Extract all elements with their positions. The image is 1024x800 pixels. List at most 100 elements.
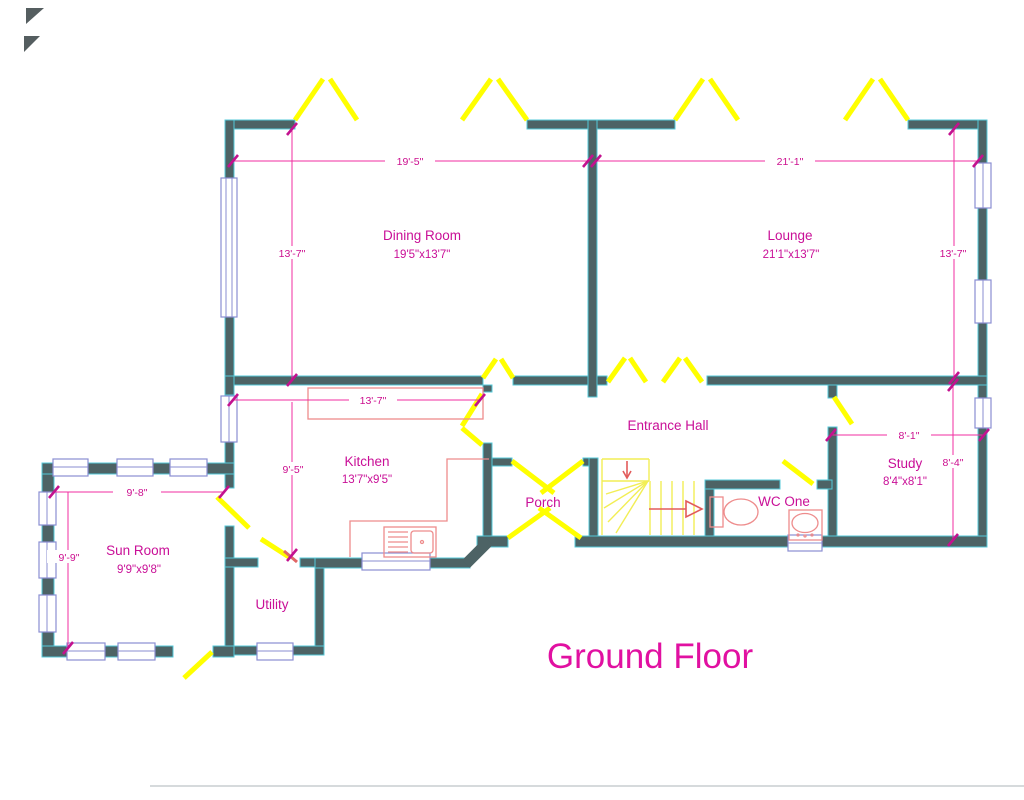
stair-winder (607, 480, 649, 523)
toilet (709, 496, 759, 528)
wall-segment (152, 462, 171, 475)
dimension-tick (286, 548, 298, 562)
dimension-tick (62, 641, 74, 655)
staircase (601, 458, 704, 535)
room-size-dining: 19'5"x13'7" (394, 249, 451, 261)
dimension-tick (825, 428, 837, 442)
dimension-label-pad (349, 393, 397, 406)
dimension-tick (48, 485, 60, 499)
wall-segment (588, 457, 599, 537)
wall-segment (224, 375, 484, 386)
dimension-tick (972, 154, 984, 168)
wall-segment (977, 322, 988, 399)
door-leaf (259, 536, 291, 560)
room-label-wc: WC One (758, 494, 810, 509)
wall-segment (907, 119, 988, 130)
wall-segment (224, 119, 235, 179)
room-label-utility: Utility (256, 597, 289, 612)
door-leaf (605, 356, 628, 384)
door-leaf (627, 356, 649, 384)
corner-artifact (26, 8, 44, 24)
dimension-tick (947, 378, 959, 392)
stair-winder (615, 480, 649, 534)
wall-segment (587, 119, 598, 398)
room-label-sun-room: Sun Room (106, 543, 170, 558)
wall-segment (314, 557, 363, 569)
window (974, 397, 992, 429)
window (256, 642, 294, 661)
wall-segment (482, 384, 493, 393)
dimension-label-pad (887, 428, 931, 441)
dimension-label: 8'-4" (943, 457, 964, 469)
wall-segment (224, 557, 235, 656)
room-size-lounge: 21'1"x13'7" (763, 249, 820, 261)
wall-segment (224, 557, 259, 568)
room-label-dining: Dining Room (383, 228, 461, 243)
door-leaf (682, 356, 705, 384)
door-leaf (495, 77, 530, 122)
wall-segment (482, 442, 493, 537)
wall-segment (596, 375, 608, 386)
door-leaf (292, 77, 326, 122)
dimension-label: 13'-7" (360, 395, 387, 407)
room-size-study: 8'4"x8'1" (883, 476, 927, 488)
dimension-label-pad (113, 485, 161, 498)
wall-segment (224, 375, 235, 396)
wall-segment (104, 645, 119, 658)
room-label-lounge: Lounge (767, 228, 812, 243)
room-labels: Dining Room 19'5"x13'7" Lounge 21'1"x13'… (106, 228, 927, 612)
window (117, 642, 156, 661)
dimension-tick (948, 122, 960, 136)
kitchen-counter (307, 387, 484, 420)
door-leaf (459, 77, 494, 122)
floor-title: Ground Floor (547, 637, 754, 676)
dimension-label-pad (385, 154, 435, 167)
door-leaf (182, 650, 214, 680)
wall-segment (224, 119, 296, 130)
corner-artifact (24, 36, 40, 52)
dimension-label-pad (271, 462, 315, 475)
window (220, 177, 238, 318)
wall-segment (704, 479, 781, 490)
door-leaf (327, 77, 360, 122)
wall-segment (476, 535, 509, 548)
window (361, 552, 431, 571)
wall-segment (41, 577, 55, 596)
dimension-label: 9'-5" (283, 464, 304, 476)
wall-segment (314, 557, 325, 656)
dimension-tick (474, 393, 486, 407)
stair-winder (603, 480, 649, 509)
door-leaf (215, 495, 251, 530)
window (38, 491, 57, 526)
window (974, 162, 992, 209)
stair-direction-arrow-head (685, 499, 704, 519)
room-size-kitchen: 13'7"x9'5" (342, 474, 392, 486)
wall-segment (706, 375, 988, 386)
door-leaf (877, 77, 911, 122)
walls (41, 119, 988, 658)
wall-segment (574, 535, 789, 548)
wall-segment (977, 207, 988, 281)
wash-basin (788, 509, 823, 541)
door-leaf (498, 357, 516, 380)
dimension-tick (227, 393, 239, 407)
dimension-tick (590, 154, 602, 168)
fixtures (307, 387, 823, 558)
window (974, 279, 992, 324)
dimension-label-pad (929, 246, 977, 259)
wall-segment (526, 119, 676, 130)
wall-segment (41, 462, 54, 475)
door-leaf (831, 395, 855, 426)
wall-segment (87, 462, 118, 475)
wall-segment (977, 427, 988, 548)
dimension-label: 9'-9" (59, 552, 80, 564)
dimension-label: 19'-5" (397, 156, 424, 168)
dimension-tick (947, 533, 959, 547)
door-leaf (480, 357, 499, 380)
door-leaf (460, 426, 484, 447)
dimension-label-pad (47, 550, 91, 563)
wall-segment (224, 316, 235, 378)
door-leaf (707, 77, 741, 122)
